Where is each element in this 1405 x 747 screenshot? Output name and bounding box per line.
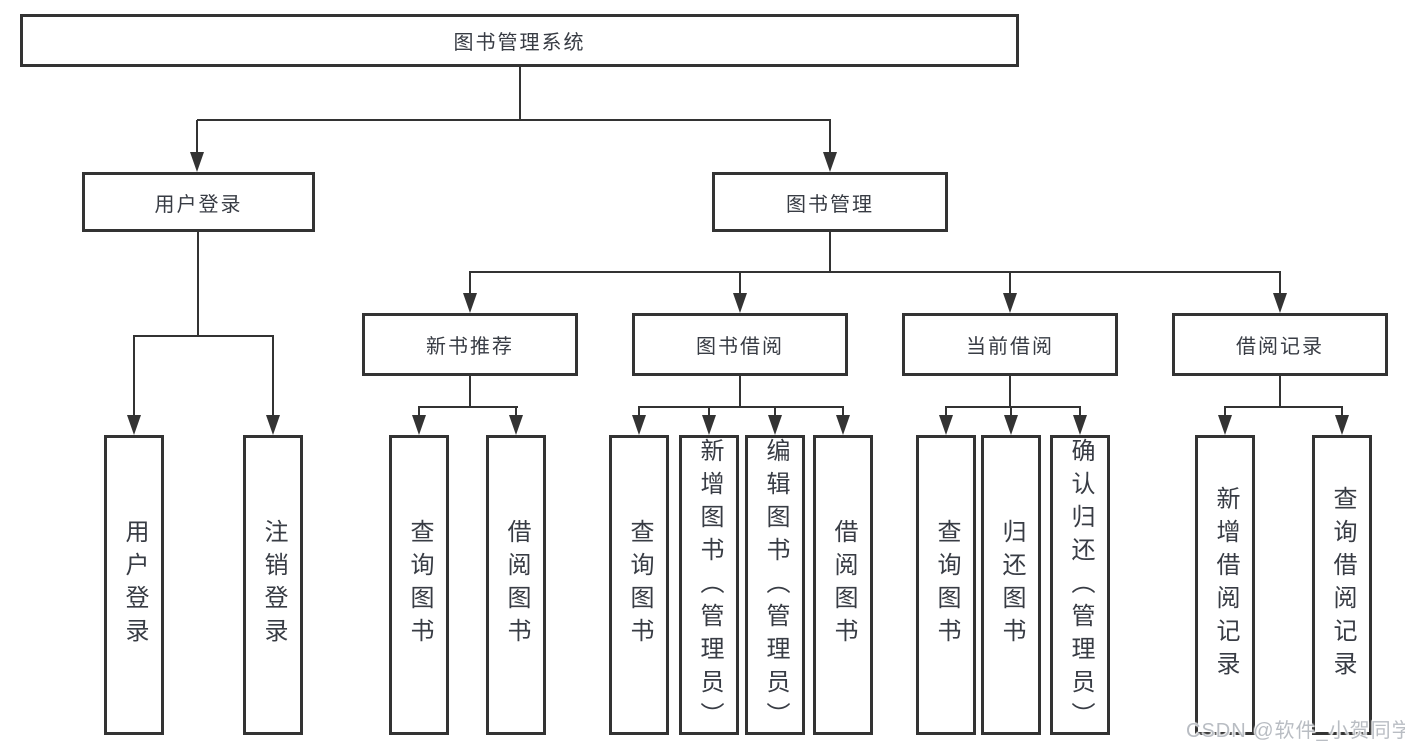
arrow-down-icon xyxy=(1335,415,1349,435)
arrow-down-icon xyxy=(768,415,782,435)
connector-vline xyxy=(469,375,471,407)
arrow-down-icon xyxy=(509,415,523,435)
connector-vline xyxy=(196,120,198,153)
connector-vline xyxy=(708,407,710,415)
leaf-add-borrow-record: 新增借阅记录 xyxy=(1195,435,1255,735)
connector-vline xyxy=(197,231,199,336)
leaf-query-books-borrowing: 查询图书 xyxy=(609,435,669,735)
connector-vline xyxy=(1009,375,1011,407)
connector-vline xyxy=(1279,375,1281,407)
watermark-text: CSDN @软件_小贺同学 xyxy=(1186,720,1405,742)
arrow-down-icon xyxy=(463,293,477,313)
connector-vline xyxy=(469,272,471,293)
leaf-query-books-recommend: 查询图书 xyxy=(389,435,449,735)
arrow-down-icon xyxy=(939,415,953,435)
leaf-confirm-return-admin: 确认归还（管理员） xyxy=(1050,435,1110,735)
node-user-login: 用户登录 xyxy=(82,172,315,232)
arrow-down-icon xyxy=(412,415,426,435)
node-current-borrowing: 当前借阅 xyxy=(902,313,1118,376)
connector-vline xyxy=(945,407,947,415)
connector-vline xyxy=(774,407,776,415)
connector-vline xyxy=(1341,407,1343,415)
arrow-down-icon xyxy=(702,415,716,435)
connector-vline xyxy=(515,407,517,415)
connector-vline xyxy=(739,272,741,293)
arrow-down-icon xyxy=(266,415,280,435)
connector-vline xyxy=(272,336,274,415)
arrow-down-icon xyxy=(1218,415,1232,435)
node-new-book-recommendation: 新书推荐 xyxy=(362,313,578,376)
connector-vline xyxy=(829,120,831,153)
leaf-edit-book-admin: 编辑图书（管理员） xyxy=(745,435,805,735)
arrow-down-icon xyxy=(632,415,646,435)
connector-vline xyxy=(1010,407,1012,415)
arrow-down-icon xyxy=(190,152,204,172)
arrow-down-icon xyxy=(1273,293,1287,313)
connector-hline xyxy=(469,271,1281,273)
node-book-management: 图书管理 xyxy=(712,172,948,232)
connector-hline xyxy=(1224,406,1343,408)
leaf-borrow-books-borrowing: 借阅图书 xyxy=(813,435,873,735)
connector-vline xyxy=(1079,407,1081,415)
node-book-borrowing: 图书借阅 xyxy=(632,313,848,376)
connector-vline xyxy=(418,407,420,415)
node-borrowing-records: 借阅记录 xyxy=(1172,313,1388,376)
leaf-user-login: 用户登录 xyxy=(104,435,164,735)
connector-vline xyxy=(638,407,640,415)
leaf-query-books-current: 查询图书 xyxy=(916,435,976,735)
connector-hline xyxy=(638,406,844,408)
leaf-borrow-books-recommend: 借阅图书 xyxy=(486,435,546,735)
connector-vline xyxy=(1279,272,1281,293)
leaf-query-borrow-record: 查询借阅记录 xyxy=(1312,435,1372,735)
node-library-management-system: 图书管理系统 xyxy=(20,14,1019,67)
connector-vline xyxy=(133,336,135,415)
arrow-down-icon xyxy=(823,152,837,172)
leaf-return-books: 归还图书 xyxy=(981,435,1041,735)
arrow-down-icon xyxy=(127,415,141,435)
connector-vline xyxy=(519,66,521,120)
arrow-down-icon xyxy=(1003,293,1017,313)
leaf-logout: 注销登录 xyxy=(243,435,303,735)
connector-vline xyxy=(739,375,741,407)
connector-hline xyxy=(418,406,518,408)
arrow-down-icon xyxy=(1004,415,1018,435)
connector-hline xyxy=(133,335,274,337)
leaf-add-book-admin: 新增图书（管理员） xyxy=(679,435,739,735)
arrow-down-icon xyxy=(733,293,747,313)
connector-hline xyxy=(945,406,1081,408)
connector-vline xyxy=(1224,407,1226,415)
connector-vline xyxy=(1009,272,1011,293)
connector-vline xyxy=(842,407,844,415)
connector-hline xyxy=(197,119,831,121)
connector-vline xyxy=(829,231,831,272)
arrow-down-icon xyxy=(836,415,850,435)
arrow-down-icon xyxy=(1073,415,1087,435)
